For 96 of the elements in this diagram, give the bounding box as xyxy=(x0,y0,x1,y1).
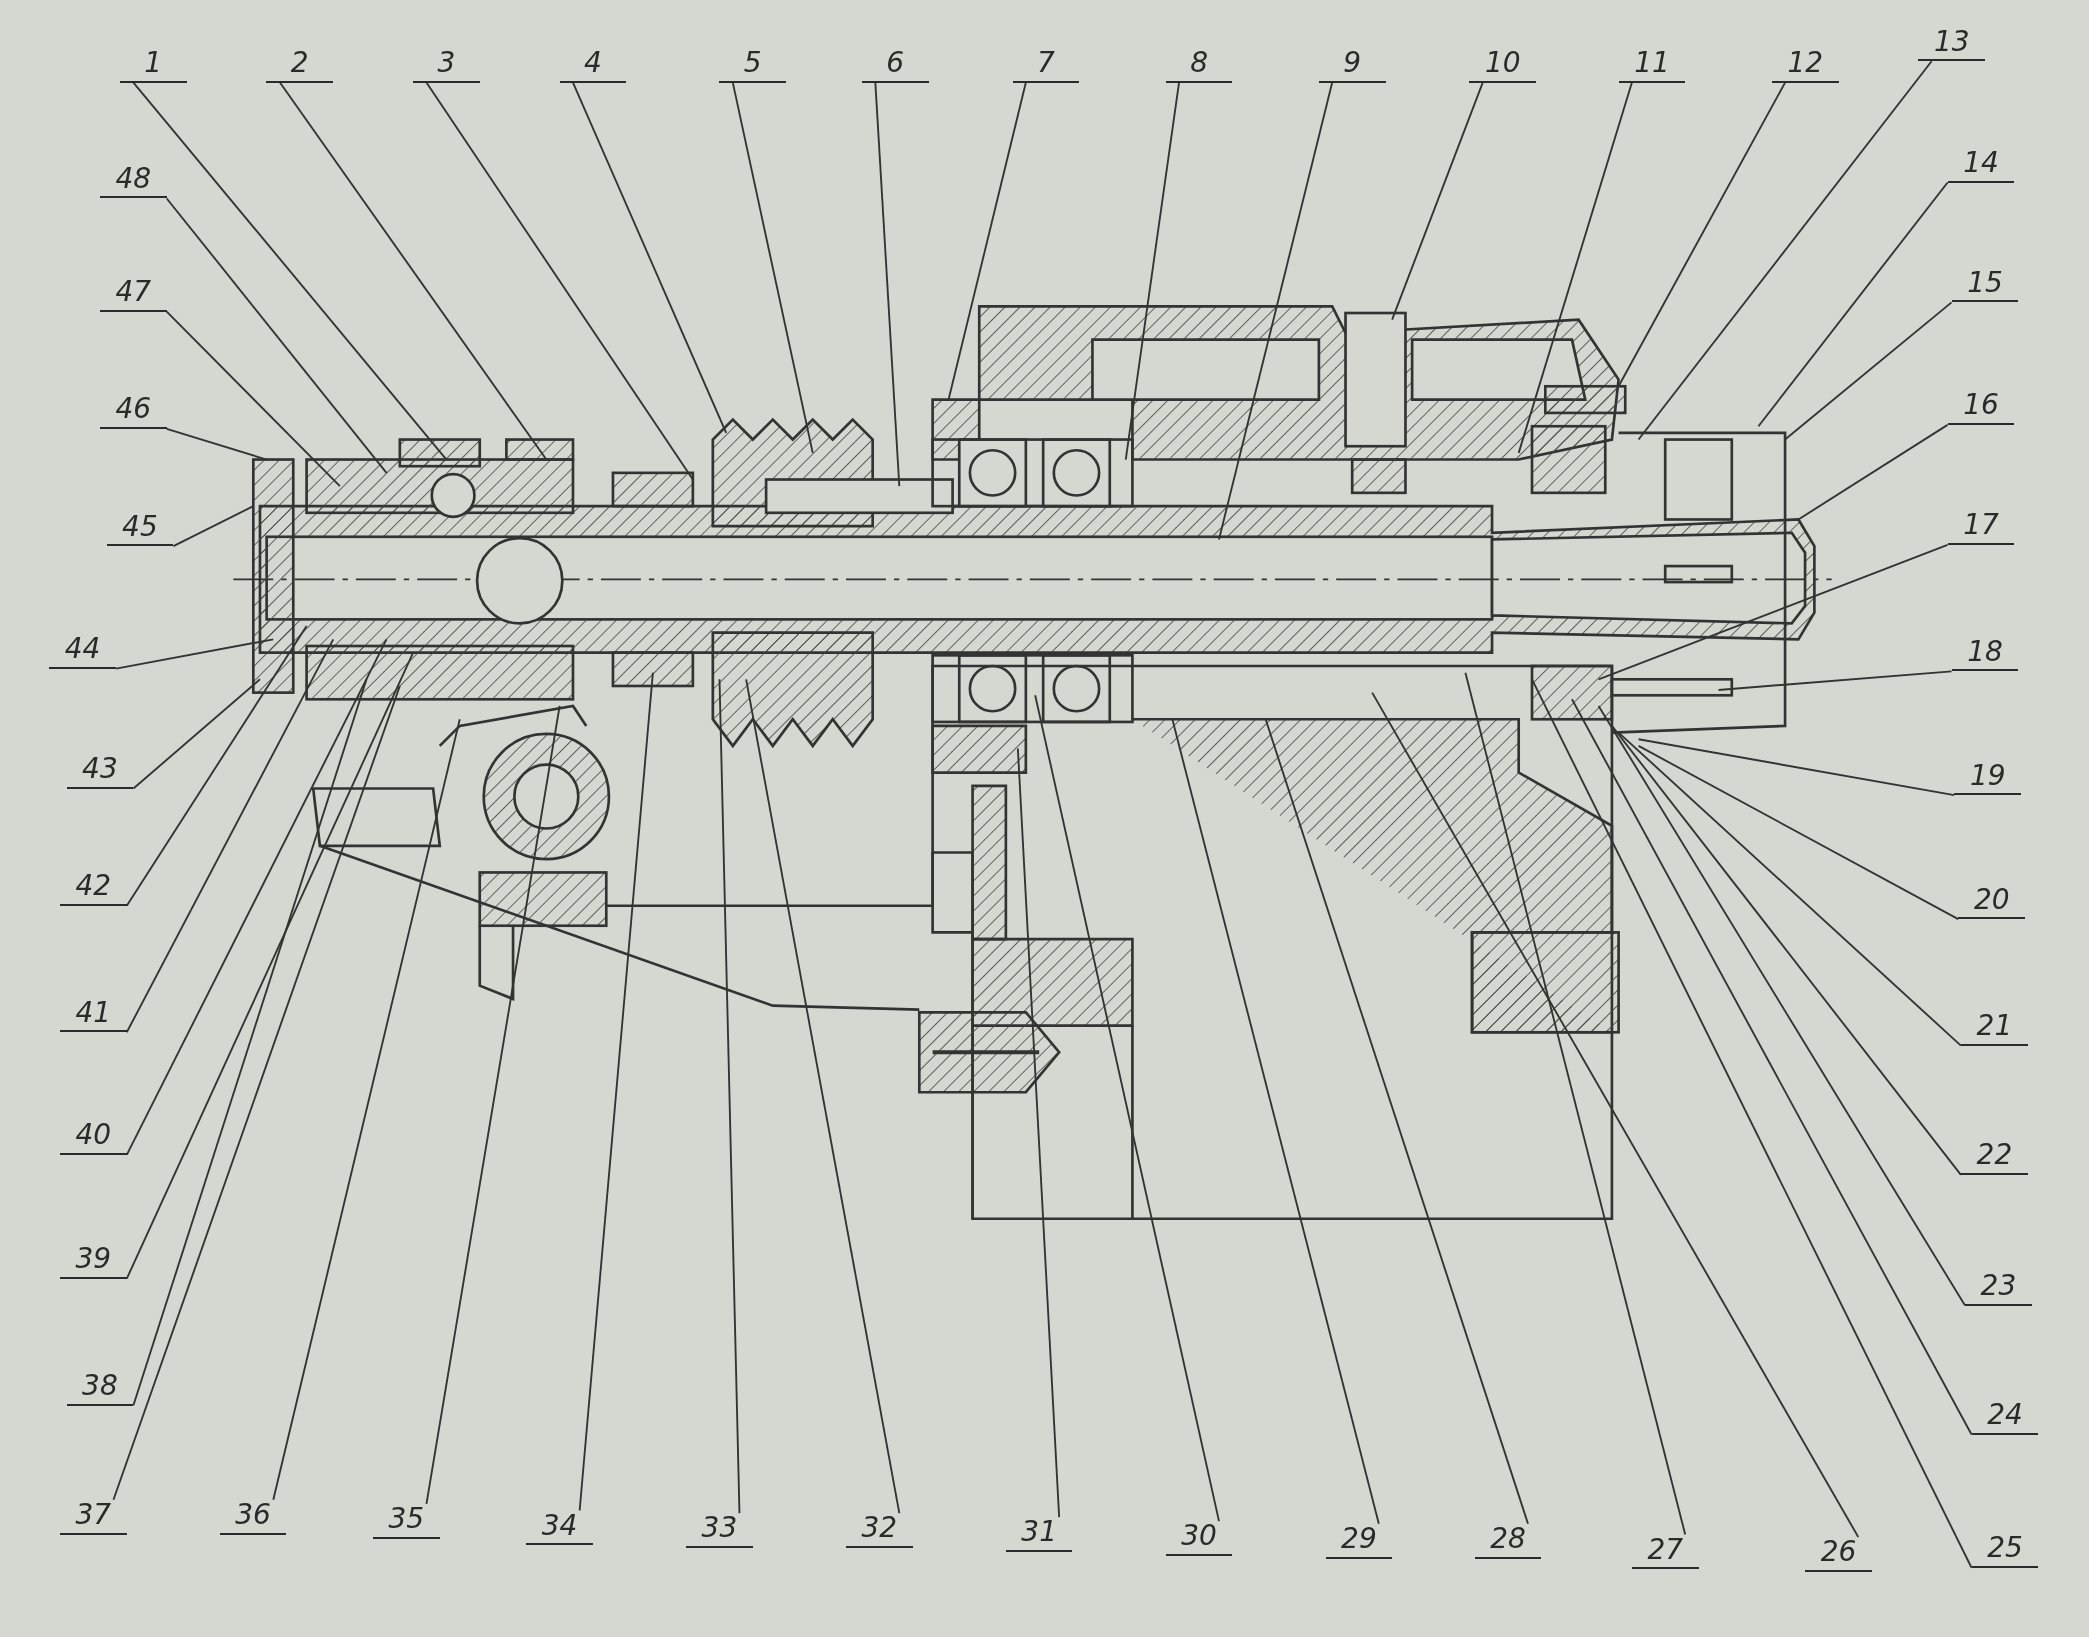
callout-number: 35 xyxy=(373,1504,440,1539)
callout-number: 28 xyxy=(1474,1524,1542,1559)
leader-line xyxy=(731,81,814,454)
callout-number: 37 xyxy=(59,1500,127,1535)
callout-number: 9 xyxy=(1318,47,1386,83)
leader-line xyxy=(132,678,261,790)
callout-number: 10 xyxy=(1469,47,1537,83)
leader-line xyxy=(425,81,694,481)
leader-line xyxy=(1034,694,1220,1523)
leader-line xyxy=(125,651,415,1280)
leader-line xyxy=(1617,731,1962,1047)
callout-number: 15 xyxy=(1951,267,2019,303)
leader-line xyxy=(1637,738,1956,797)
leader-line xyxy=(745,678,901,1515)
leader-line xyxy=(572,81,728,434)
callout-number: 17 xyxy=(1947,510,2015,545)
callout-number: 29 xyxy=(1325,1524,1393,1559)
callout-number: 31 xyxy=(1005,1517,1073,1553)
leader-line xyxy=(1757,181,1949,428)
leader-line xyxy=(1797,423,1949,521)
leader-line xyxy=(165,197,388,474)
leader-line xyxy=(125,625,308,907)
callout-number: 32 xyxy=(846,1513,913,1549)
callout-number: 42 xyxy=(59,871,127,906)
leader-line xyxy=(425,705,561,1505)
callout-number: 43 xyxy=(66,754,134,789)
callout-number: 40 xyxy=(59,1120,127,1156)
callout-number: 1 xyxy=(119,47,187,83)
leader-line xyxy=(1264,718,1529,1525)
leader-line xyxy=(165,310,341,488)
leader-line xyxy=(132,81,448,461)
leader-line xyxy=(165,427,268,461)
callout-number: 11 xyxy=(1618,47,1686,83)
leader-line xyxy=(1124,81,1180,461)
callout-number: 24 xyxy=(1971,1400,2039,1435)
callout-number: 7 xyxy=(1012,47,1080,83)
callout-number: 8 xyxy=(1165,47,1233,83)
callout-number: 14 xyxy=(1947,147,2015,183)
leader-line xyxy=(1637,60,1933,441)
callout-number: 13 xyxy=(1918,26,1986,62)
leader-line xyxy=(172,505,255,548)
leader-line xyxy=(125,638,335,1034)
callout-number: 45 xyxy=(106,511,174,547)
callout-number: 36 xyxy=(219,1500,287,1535)
callout-number: 3 xyxy=(413,47,480,83)
leader-line xyxy=(1571,698,1973,1436)
callout-number: 21 xyxy=(1961,1011,2028,1046)
leader-line xyxy=(1617,81,1786,388)
leader-line xyxy=(112,685,401,1501)
callout-number: 16 xyxy=(1947,390,2015,425)
leader-line xyxy=(125,638,388,1156)
callout-number: 38 xyxy=(66,1370,134,1406)
leader-line xyxy=(1016,747,1061,1519)
leader-line xyxy=(132,678,368,1407)
callout-number: 41 xyxy=(59,997,127,1033)
leader-line xyxy=(272,718,461,1501)
callout-number: 30 xyxy=(1165,1521,1233,1557)
callout-number: 18 xyxy=(1951,636,2019,672)
callout-number: 20 xyxy=(1958,884,2026,920)
callout-number: 46 xyxy=(99,394,167,429)
callout-number: 48 xyxy=(99,163,167,199)
callout-number: 25 xyxy=(1971,1533,2039,1569)
leader-line xyxy=(578,671,654,1512)
callout-number: 23 xyxy=(1965,1271,2032,1306)
leader-line xyxy=(1717,670,1953,691)
leader-line xyxy=(1531,678,1973,1569)
callout-number: 33 xyxy=(686,1513,753,1549)
leader-line xyxy=(1597,705,1966,1307)
callout-number: 44 xyxy=(49,634,116,669)
callout-number: 39 xyxy=(59,1244,127,1279)
leader-line xyxy=(1371,691,1860,1539)
callout-number: 27 xyxy=(1632,1534,1699,1570)
leader-line xyxy=(1517,81,1633,454)
callout-number: 2 xyxy=(266,47,334,83)
leader-line xyxy=(1784,301,1953,441)
leader-line xyxy=(718,678,741,1515)
callout-number: 34 xyxy=(526,1510,593,1546)
callout-number: 12 xyxy=(1771,47,1839,83)
leader-line xyxy=(874,81,901,488)
leader-line xyxy=(279,81,548,461)
callout-number: 6 xyxy=(861,47,929,83)
leader-line xyxy=(1637,745,1960,920)
callout-number: 19 xyxy=(1954,760,2022,796)
leader-line xyxy=(947,81,1027,401)
leader-line xyxy=(1464,671,1687,1536)
leader-line xyxy=(1611,725,1962,1176)
leader-line xyxy=(1597,543,1949,681)
callout-number: 22 xyxy=(1961,1140,2028,1176)
callout-number: 5 xyxy=(719,47,787,83)
leader-line xyxy=(1218,81,1334,541)
leader-line xyxy=(1171,718,1380,1525)
callout-number: 26 xyxy=(1805,1537,1872,1573)
callout-number: 47 xyxy=(99,277,167,312)
leader-line xyxy=(115,638,275,670)
callout-number: 4 xyxy=(559,47,627,83)
leader-line xyxy=(1391,81,1484,321)
